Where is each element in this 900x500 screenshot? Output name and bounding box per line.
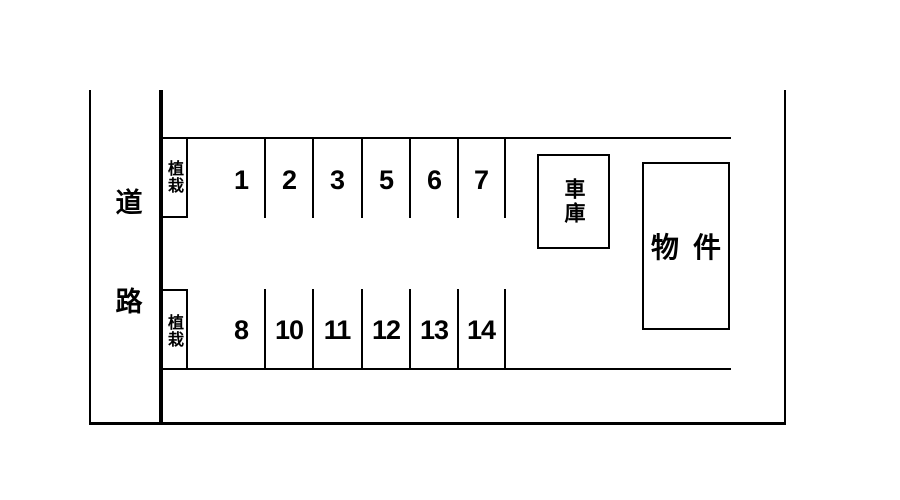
road-label-top-char: 道 bbox=[115, 188, 143, 218]
road-edge-line bbox=[159, 90, 163, 425]
parking-stall-number-6: 6 bbox=[426, 165, 442, 195]
planting-label: 植栽 bbox=[165, 159, 182, 194]
garage-box: 車庫 bbox=[537, 154, 610, 249]
outer-right-border bbox=[784, 90, 786, 425]
parking-stall-number-14: 14 bbox=[466, 315, 496, 345]
parking-stall-number-11: 11 bbox=[323, 315, 352, 345]
parking-stall-number-2: 2 bbox=[281, 165, 297, 195]
property-label: 物件 bbox=[651, 232, 736, 263]
garage-label: 車庫 bbox=[562, 177, 585, 226]
stall-divider bbox=[504, 137, 506, 218]
planting-label: 植栽 bbox=[165, 313, 182, 348]
stall-divider bbox=[457, 289, 459, 370]
stall-divider bbox=[312, 289, 314, 370]
outer-left-border bbox=[89, 90, 91, 425]
parking-stall-number-12: 12 bbox=[371, 315, 401, 345]
property-box: 物件 bbox=[642, 162, 730, 330]
stall-divider bbox=[361, 137, 363, 218]
parking-stall-number-7: 7 bbox=[473, 165, 489, 195]
outer-bottom-border bbox=[89, 422, 786, 425]
stall-divider bbox=[312, 137, 314, 218]
stall-divider bbox=[457, 137, 459, 218]
parking-stall-number-3: 3 bbox=[329, 165, 345, 195]
stall-divider bbox=[264, 289, 266, 370]
parking-bottom-boundary-line bbox=[160, 368, 731, 370]
stall-divider bbox=[504, 289, 506, 370]
parking-stall-number-8: 8 bbox=[233, 315, 249, 345]
parking-stall-number-1: 1 bbox=[233, 165, 249, 195]
parking-stall-number-10: 10 bbox=[274, 315, 304, 345]
planting-box-top: 植栽 bbox=[160, 137, 188, 218]
parking-stall-number-13: 13 bbox=[419, 315, 449, 345]
parking-stall-number-5: 5 bbox=[378, 165, 394, 195]
parking-top-boundary-line bbox=[160, 137, 731, 139]
stall-divider bbox=[264, 137, 266, 218]
road-label-bottom-char: 路 bbox=[115, 287, 143, 317]
stall-divider bbox=[409, 289, 411, 370]
planting-box-bottom: 植栽 bbox=[160, 289, 188, 370]
stall-divider bbox=[409, 137, 411, 218]
stall-divider bbox=[361, 289, 363, 370]
